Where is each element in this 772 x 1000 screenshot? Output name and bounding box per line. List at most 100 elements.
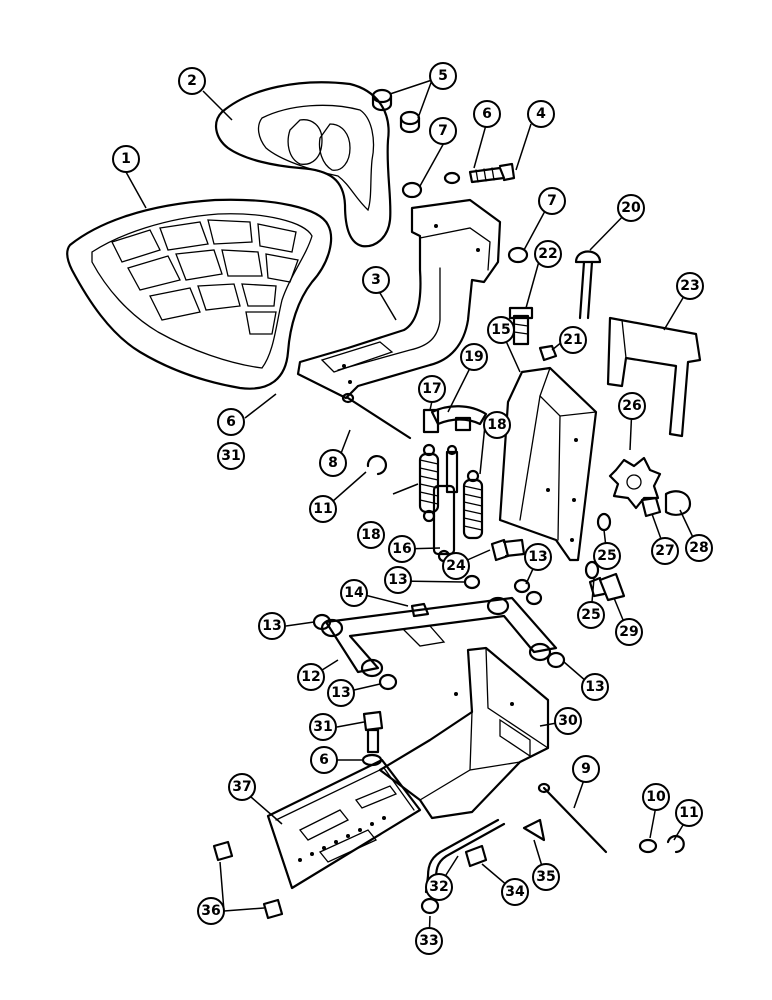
- callout-5: 5: [429, 62, 457, 90]
- callout-18: 18: [357, 521, 385, 549]
- callout-11: 11: [675, 799, 703, 827]
- callout-24: 24: [442, 552, 470, 580]
- slides-36: [212, 840, 284, 920]
- hinge-pin-8: [341, 392, 412, 440]
- callout-circle: [572, 755, 600, 783]
- callout-6: 6: [217, 408, 245, 436]
- callout-25: 25: [593, 542, 621, 570]
- callout-number: 24: [446, 558, 466, 574]
- callout-6: 6: [310, 746, 338, 774]
- callout-number: 2: [187, 73, 197, 89]
- callout-13: 13: [524, 543, 552, 571]
- callout-number: 27: [655, 543, 674, 559]
- callout-29: 29: [615, 618, 643, 646]
- callout-number: 18: [361, 527, 380, 543]
- callout-number: 13: [585, 679, 604, 695]
- washer-and-bolt-top: [443, 162, 516, 185]
- rubber-stops: [401, 181, 529, 264]
- star-knob-26: [608, 456, 662, 510]
- callout-31: 31: [217, 442, 245, 470]
- callout-circle: [676, 272, 704, 300]
- callout-circle: [297, 663, 325, 691]
- callout-number: 13: [388, 572, 407, 588]
- callout-circle: [112, 145, 140, 173]
- callout-21: 21: [559, 326, 587, 354]
- callout-number: 22: [538, 246, 557, 262]
- callout-circle: [310, 746, 338, 774]
- callout-circle: [487, 316, 515, 344]
- bolts-24-29: [490, 538, 626, 602]
- callout-circle: [429, 62, 457, 90]
- callout-20: 20: [617, 194, 645, 222]
- callout-number: 19: [464, 349, 483, 365]
- callout-circle: [524, 543, 552, 571]
- callout-circle: [418, 375, 446, 403]
- callout-36: 36: [197, 897, 225, 925]
- callout-circle: [460, 343, 488, 371]
- callout-circle: [309, 713, 337, 741]
- callout-30: 30: [554, 707, 582, 735]
- callout-19: 19: [460, 343, 488, 371]
- base-bracket-30: [378, 646, 550, 820]
- callout-number: 35: [536, 869, 555, 885]
- callout-13: 13: [384, 566, 412, 594]
- callout-circle: [384, 566, 412, 594]
- base-plate-37: [266, 758, 422, 890]
- callout-9: 9: [572, 755, 600, 783]
- seat-cushion: [66, 198, 333, 390]
- callout-number: 20: [621, 200, 641, 216]
- callout-circle: [473, 100, 501, 128]
- callout-number: 13: [528, 549, 547, 565]
- callout-2: 2: [178, 67, 206, 95]
- lever-19: [430, 405, 488, 432]
- bracket-23: [606, 316, 702, 438]
- callout-7: 7: [429, 117, 457, 145]
- callout-circle: [217, 408, 245, 436]
- callout-25: 25: [577, 601, 605, 629]
- callout-3: 3: [362, 266, 390, 294]
- callout-number: 5: [438, 68, 448, 84]
- callout-number: 33: [419, 933, 438, 949]
- callout-circle: [559, 326, 587, 354]
- callout-number: 25: [581, 607, 600, 623]
- bolt-31-washer-6-lower: [361, 710, 384, 767]
- callout-circle: [483, 411, 511, 439]
- callout-circle: [675, 799, 703, 827]
- callout-circle: [501, 878, 529, 906]
- callout-11: 11: [309, 495, 337, 523]
- seat-frame: [296, 198, 502, 400]
- callout-number: 30: [558, 713, 578, 729]
- springs-and-damper: [418, 408, 484, 563]
- callout-bubbles: 1 2 3 4 5 6 6 6 7 7 8 9 10 11 11 12 13 1…: [112, 62, 713, 955]
- callout-number: 34: [505, 884, 525, 900]
- callout-number: 16: [392, 541, 411, 557]
- callout-16: 16: [388, 535, 416, 563]
- backrest-bushes: [371, 88, 421, 134]
- bolt-and-nut-21-22: [508, 306, 558, 362]
- callout-number: 6: [226, 414, 236, 430]
- callout-28: 28: [685, 534, 713, 562]
- callout-number: 25: [597, 548, 616, 564]
- callout-circle: [618, 392, 646, 420]
- callout-37: 37: [228, 773, 256, 801]
- callout-number: 13: [262, 618, 281, 634]
- callout-circle: [415, 927, 443, 955]
- callout-number: 12: [301, 669, 320, 685]
- seat-backrest: [214, 81, 392, 248]
- callout-number: 14: [344, 585, 364, 601]
- callout-14: 14: [340, 579, 368, 607]
- callout-33: 33: [415, 927, 443, 955]
- callout-circle: [577, 601, 605, 629]
- upright-post-15: [498, 366, 598, 562]
- callout-13: 13: [258, 612, 286, 640]
- callout-22: 22: [534, 240, 562, 268]
- callout-27: 27: [651, 537, 679, 565]
- callout-number: 9: [581, 761, 591, 777]
- callout-18: 18: [483, 411, 511, 439]
- callout-circle: [388, 535, 416, 563]
- callout-circle: [615, 618, 643, 646]
- callout-7: 7: [538, 187, 566, 215]
- callout-34: 34: [501, 878, 529, 906]
- callout-number: 28: [689, 540, 708, 556]
